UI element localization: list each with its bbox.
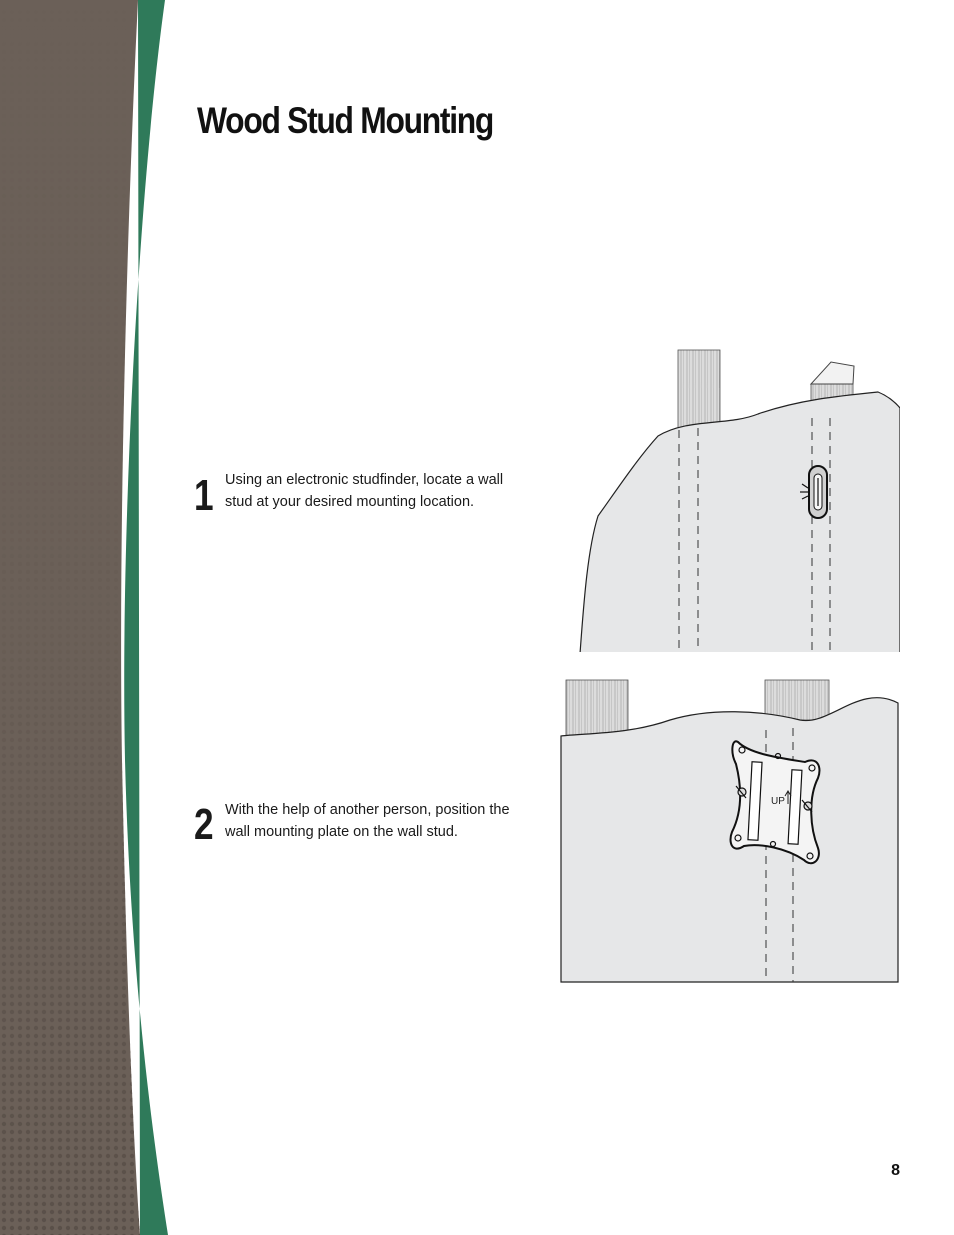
plate-up-label: UP	[771, 796, 785, 807]
step-1-number: 1	[194, 471, 214, 520]
studfinder-illustration	[578, 349, 900, 656]
page-title: Wood Stud Mounting	[197, 100, 494, 141]
page-number: 8	[891, 1162, 900, 1179]
step-1-text: Using an electronic studfinder, locate a…	[225, 469, 525, 513]
step-2-number: 2	[194, 800, 214, 849]
step-2-text-line1: With the help of another person, positio…	[225, 802, 510, 818]
step-1-text-line1: Using an electronic studfinder, locate a…	[225, 472, 504, 488]
studfinder-icon	[800, 465, 828, 519]
sidebar-green-band	[124, 0, 168, 1235]
screw-icon	[801, 799, 813, 813]
wood-stud-right	[764, 679, 830, 721]
mounting-plate-illustration: UP	[560, 679, 899, 983]
step-2-text-line2: wall mounting plate on the wall stud.	[225, 824, 458, 840]
wall-mounting-plate: UP	[729, 740, 821, 865]
stud-guide-lines	[678, 418, 831, 652]
step-2-text: With the help of another person, positio…	[225, 799, 535, 843]
up-arrow-icon	[784, 790, 792, 804]
screw-icon	[735, 785, 747, 799]
step-1-text-line2: stud at your desired mounting location.	[225, 494, 475, 510]
wall-surface	[579, 391, 900, 655]
